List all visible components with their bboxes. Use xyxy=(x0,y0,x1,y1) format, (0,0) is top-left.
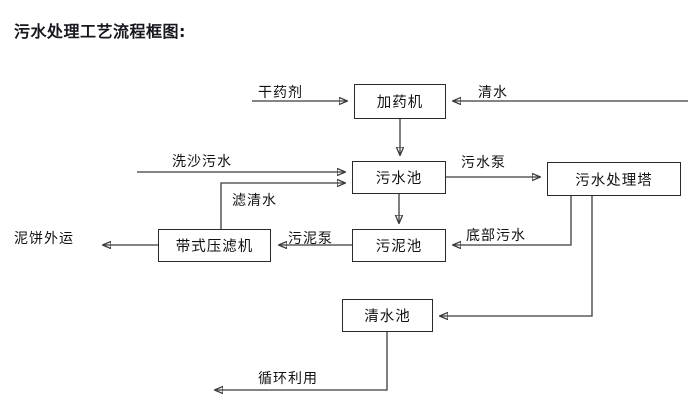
edge-label-dry-chemical: 干药剂 xyxy=(258,85,303,101)
node-label: 污水处理塔 xyxy=(575,172,653,189)
node-sewage-pool[interactable]: 污水池 xyxy=(352,161,446,194)
edge-label-sludge-pump: 污泥泵 xyxy=(288,231,333,247)
node-label: 污水池 xyxy=(375,171,423,187)
edge-label-sand-washing-sewage: 洗沙污水 xyxy=(172,154,232,170)
edge-label-filtered-water: 滤清水 xyxy=(232,193,277,209)
terminal-label-mud-cake-transport: 泥饼外运 xyxy=(14,231,74,247)
node-sludge-pool[interactable]: 污泥池 xyxy=(352,229,446,262)
edge-label-bottom-sewage: 底部污水 xyxy=(466,228,526,244)
edge-tower-to-clear-pool xyxy=(440,196,593,316)
edge-label-recycle-reuse: 循环利用 xyxy=(258,371,318,387)
node-label: 加药机 xyxy=(376,95,424,111)
node-dosing-machine[interactable]: 加药机 xyxy=(354,84,446,119)
edge-bottom-sewage-to-sludge-pool xyxy=(453,196,572,245)
edge-filtrate-to-sewage-pool xyxy=(220,183,345,229)
node-belt-filter-press[interactable]: 带式压滤机 xyxy=(158,229,271,262)
node-clear-water-pool[interactable]: 清水池 xyxy=(342,299,433,332)
page-title: 污水处理工艺流程框图: xyxy=(14,22,186,41)
node-label: 清水池 xyxy=(364,309,411,325)
edge-label-clean-water: 清水 xyxy=(478,85,508,101)
edge-label-sewage-pump: 污水泵 xyxy=(461,155,506,171)
node-treatment-tower[interactable]: 污水处理塔 xyxy=(547,162,681,196)
node-label: 带式压滤机 xyxy=(175,239,254,255)
node-label: 污泥池 xyxy=(375,239,423,255)
edge-clear-pool-to-recycle xyxy=(215,332,388,390)
